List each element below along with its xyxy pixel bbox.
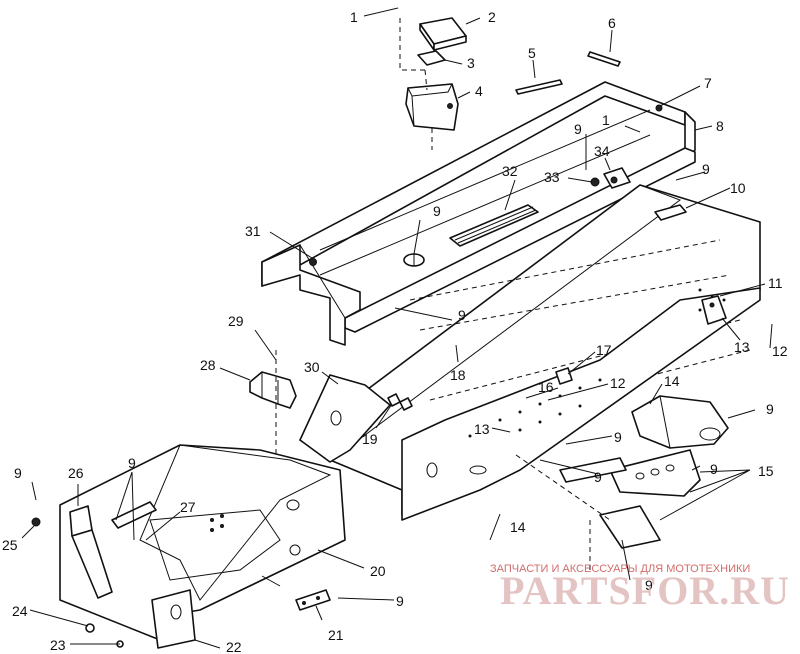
callout-27: 27 (180, 499, 196, 515)
callout-25: 25 (2, 537, 18, 553)
callout-9-e: 9 (766, 401, 774, 417)
part-26-bracket (69, 505, 113, 599)
part-21-hinge (295, 589, 331, 611)
callout-29: 29 (228, 313, 244, 329)
part-28-bracket (249, 371, 297, 409)
callout-16: 16 (538, 379, 554, 395)
callout-9-k: 9 (645, 577, 653, 593)
callout-9-b: 9 (702, 161, 710, 177)
callout-17: 17 (596, 342, 612, 358)
part-20-belly-pan (59, 444, 346, 641)
callout-9-h: 9 (710, 461, 718, 477)
watermark-tagline: ЗАПЧАСТИ И АКСЕССУАРЫ ДЛЯ МОТОТЕХНИКИ (490, 563, 750, 575)
part-25-bolt (31, 517, 41, 527)
callout-labels: 1 2 3 4 5 6 7 1 8 9 34 9 33 32 10 31 9 1… (2, 9, 788, 654)
callout-9-l: 9 (396, 593, 404, 609)
part-19-clips (387, 393, 413, 411)
part-6-strip (587, 51, 621, 67)
part-5-strip (515, 79, 563, 95)
callout-28: 28 (200, 357, 216, 373)
callout-13-a: 13 (734, 339, 750, 355)
callout-9-i: 9 (14, 465, 22, 481)
part-17-decal (555, 367, 573, 385)
watermark-brand: PARTSFOR.RU (500, 568, 790, 613)
callout-1-second: 1 (602, 112, 610, 128)
leader-lines (21, 7, 773, 649)
callout-12-a: 12 (772, 343, 788, 359)
grommet-9-upper (403, 253, 425, 267)
part-2-pad (419, 17, 467, 51)
part-8-upper-frame (261, 81, 696, 346)
part-7-rivet (655, 104, 663, 112)
callout-10: 10 (730, 180, 746, 196)
part-15-skid-set (559, 449, 701, 549)
callout-9-j: 9 (128, 455, 136, 471)
callout-9-a: 9 (574, 121, 582, 137)
callout-3: 3 (467, 55, 475, 71)
part-3-plate (417, 50, 446, 66)
callout-2: 2 (488, 9, 496, 25)
callout-9-c: 9 (433, 203, 441, 219)
part-27-brace (111, 501, 157, 529)
callout-15: 15 (758, 463, 774, 479)
callout-9-f: 9 (614, 429, 622, 445)
callout-23: 23 (50, 637, 66, 653)
part-10-bracket (654, 204, 687, 221)
callout-19: 19 (362, 431, 378, 447)
main-tunnel (298, 184, 761, 521)
callout-21: 21 (328, 627, 344, 643)
callout-34: 34 (594, 143, 610, 159)
part-22-foot-plate (151, 589, 196, 649)
callout-9-g: 9 (594, 469, 602, 485)
callout-26: 26 (68, 465, 84, 481)
part-33-bushing (590, 177, 600, 187)
callout-33: 33 (544, 169, 560, 185)
callout-9-d: 9 (458, 307, 466, 323)
callout-12-b: 12 (610, 375, 626, 391)
callout-4: 4 (475, 83, 483, 99)
callout-6: 6 (608, 15, 616, 31)
part-14-housing (631, 395, 729, 449)
callout-22: 22 (226, 639, 242, 654)
part-32-vent-plate (449, 204, 539, 247)
callout-14-a: 14 (664, 373, 680, 389)
callout-5: 5 (528, 45, 536, 61)
part-34-clamp (603, 167, 631, 189)
callout-13-b: 13 (474, 421, 490, 437)
callout-32: 32 (502, 163, 518, 179)
callout-30: 30 (304, 359, 320, 375)
watermark: ЗАПЧАСТИ И АКСЕССУАРЫ ДЛЯ МОТОТЕХНИКИ PA… (490, 563, 790, 613)
callout-7: 7 (704, 75, 712, 91)
part-4-bracket (405, 83, 459, 131)
callout-8: 8 (716, 118, 724, 134)
callout-31: 31 (245, 223, 261, 239)
part-11-clip (701, 295, 727, 325)
part-23-nut (85, 623, 95, 633)
callout-1: 1 (350, 9, 358, 25)
callout-24: 24 (12, 603, 28, 619)
callout-14-b: 14 (510, 519, 526, 535)
callout-20: 20 (370, 563, 386, 579)
callout-18: 18 (450, 367, 466, 383)
callout-11: 11 (768, 275, 783, 291)
